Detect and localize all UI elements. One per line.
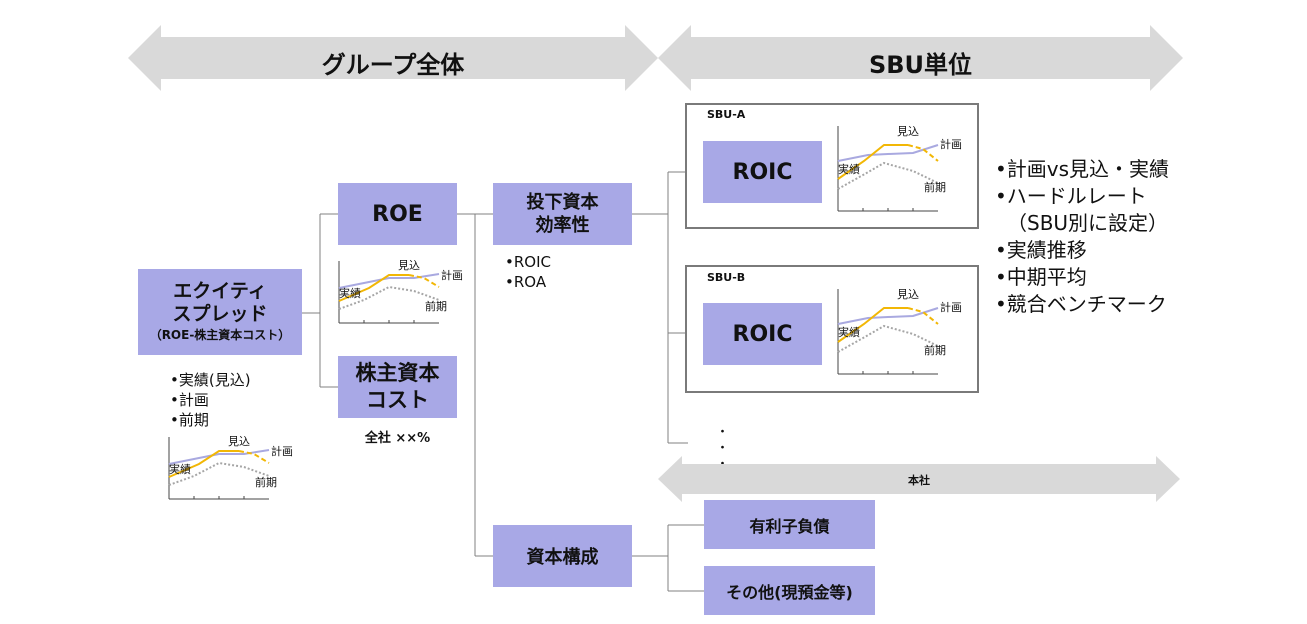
honsha-arrow xyxy=(658,456,1180,502)
list-item: 計画 xyxy=(170,390,251,410)
sbu-a-roic-box: ROIC xyxy=(703,141,822,203)
interest-bearing-debt-box: 有利子負債 xyxy=(704,500,875,549)
chart-label-prior: 前期 xyxy=(425,299,447,313)
roe-box: ROE xyxy=(338,183,457,245)
chart-label-plan: 計画 xyxy=(441,268,463,282)
chart-label-actual: 実績 xyxy=(169,462,191,476)
list-item: ハードルレート xyxy=(995,183,1169,210)
cost-line1: 株主資本 xyxy=(355,361,440,385)
chart-label-forecast: 見込 xyxy=(897,125,919,138)
chart-label-plan: 計画 xyxy=(271,444,293,458)
equity-spread-box: エクイティ スプレッド （ROE-株主資本コスト） xyxy=(138,269,302,355)
chart-label-plan: 計画 xyxy=(940,137,962,151)
honsha-label: 本社 xyxy=(908,474,930,487)
chart-label-prior: 前期 xyxy=(924,343,946,357)
chart-label-forecast: 見込 xyxy=(897,288,919,301)
list-item: 中期平均 xyxy=(995,264,1169,291)
chart-label-actual: 実績 xyxy=(339,286,361,300)
list-item: 競合ベンチマーク xyxy=(995,291,1169,318)
sbu-scope-label: SBU単位 xyxy=(868,51,973,79)
evaluation-criteria-list: 計画vs見込・実績 ハードルレート （SBU別に設定） 実績推移 中期平均 競合… xyxy=(995,156,1169,318)
chart-label-prior: 前期 xyxy=(255,475,277,489)
shareholder-cost-box: 株主資本 コスト xyxy=(338,356,457,418)
chart-label-prior: 前期 xyxy=(924,180,946,194)
list-item: （SBU別に設定） xyxy=(1007,211,1169,235)
chart-label-actual: 実績 xyxy=(838,325,860,339)
efficiency-line1: 投下資本 xyxy=(526,192,599,213)
mini-trend-chart: 実績 見込 計画 前期 xyxy=(168,435,293,500)
cost-note: 全社 ××% xyxy=(364,431,431,446)
chart-label-actual: 実績 xyxy=(838,162,860,176)
mini-trend-chart: 実績 見込 計画 前期 xyxy=(837,288,962,375)
group-scope-arrow xyxy=(128,25,658,91)
mini-trend-chart: 実績 見込 計画 前期 xyxy=(837,125,962,212)
equity-spread-line1: エクイティ xyxy=(173,280,267,302)
list-item: 前期 xyxy=(170,410,251,430)
sbu-scope-arrow xyxy=(658,25,1183,91)
capital-structure-box: 資本構成 xyxy=(493,525,632,587)
efficiency-line2: 効率性 xyxy=(535,215,590,236)
capital-efficiency-box: 投下資本 効率性 xyxy=(493,183,632,245)
chart-label-plan: 計画 xyxy=(940,300,962,314)
chart-label-forecast: 見込 xyxy=(228,435,250,448)
list-item: ROA xyxy=(505,272,551,292)
equity-spread-items: 実績(見込) 計画 前期 xyxy=(170,370,251,430)
equity-spread-line2: スプレッド xyxy=(172,303,268,325)
equity-spread-line3: （ROE-株主資本コスト） xyxy=(149,328,291,342)
list-item: 実績推移 xyxy=(995,237,1169,264)
sbu-b-roic-box: ROIC xyxy=(703,303,822,365)
group-scope-label: グループ全体 xyxy=(321,51,465,79)
other-cash-box: その他(現預金等) xyxy=(704,566,875,615)
efficiency-items: ROIC ROA xyxy=(505,252,551,292)
list-item: 実績(見込) xyxy=(170,370,251,390)
mini-trend-chart: 実績 見込 計画 前期 xyxy=(338,259,463,324)
list-item: 計画vs見込・実績 xyxy=(995,156,1169,183)
list-item: ROIC xyxy=(505,252,551,272)
sbu-b-title: SBU-B xyxy=(707,271,746,284)
sbu-a-title: SBU-A xyxy=(707,108,746,121)
chart-label-forecast: 見込 xyxy=(398,259,420,272)
cost-line2: コスト xyxy=(366,388,429,412)
